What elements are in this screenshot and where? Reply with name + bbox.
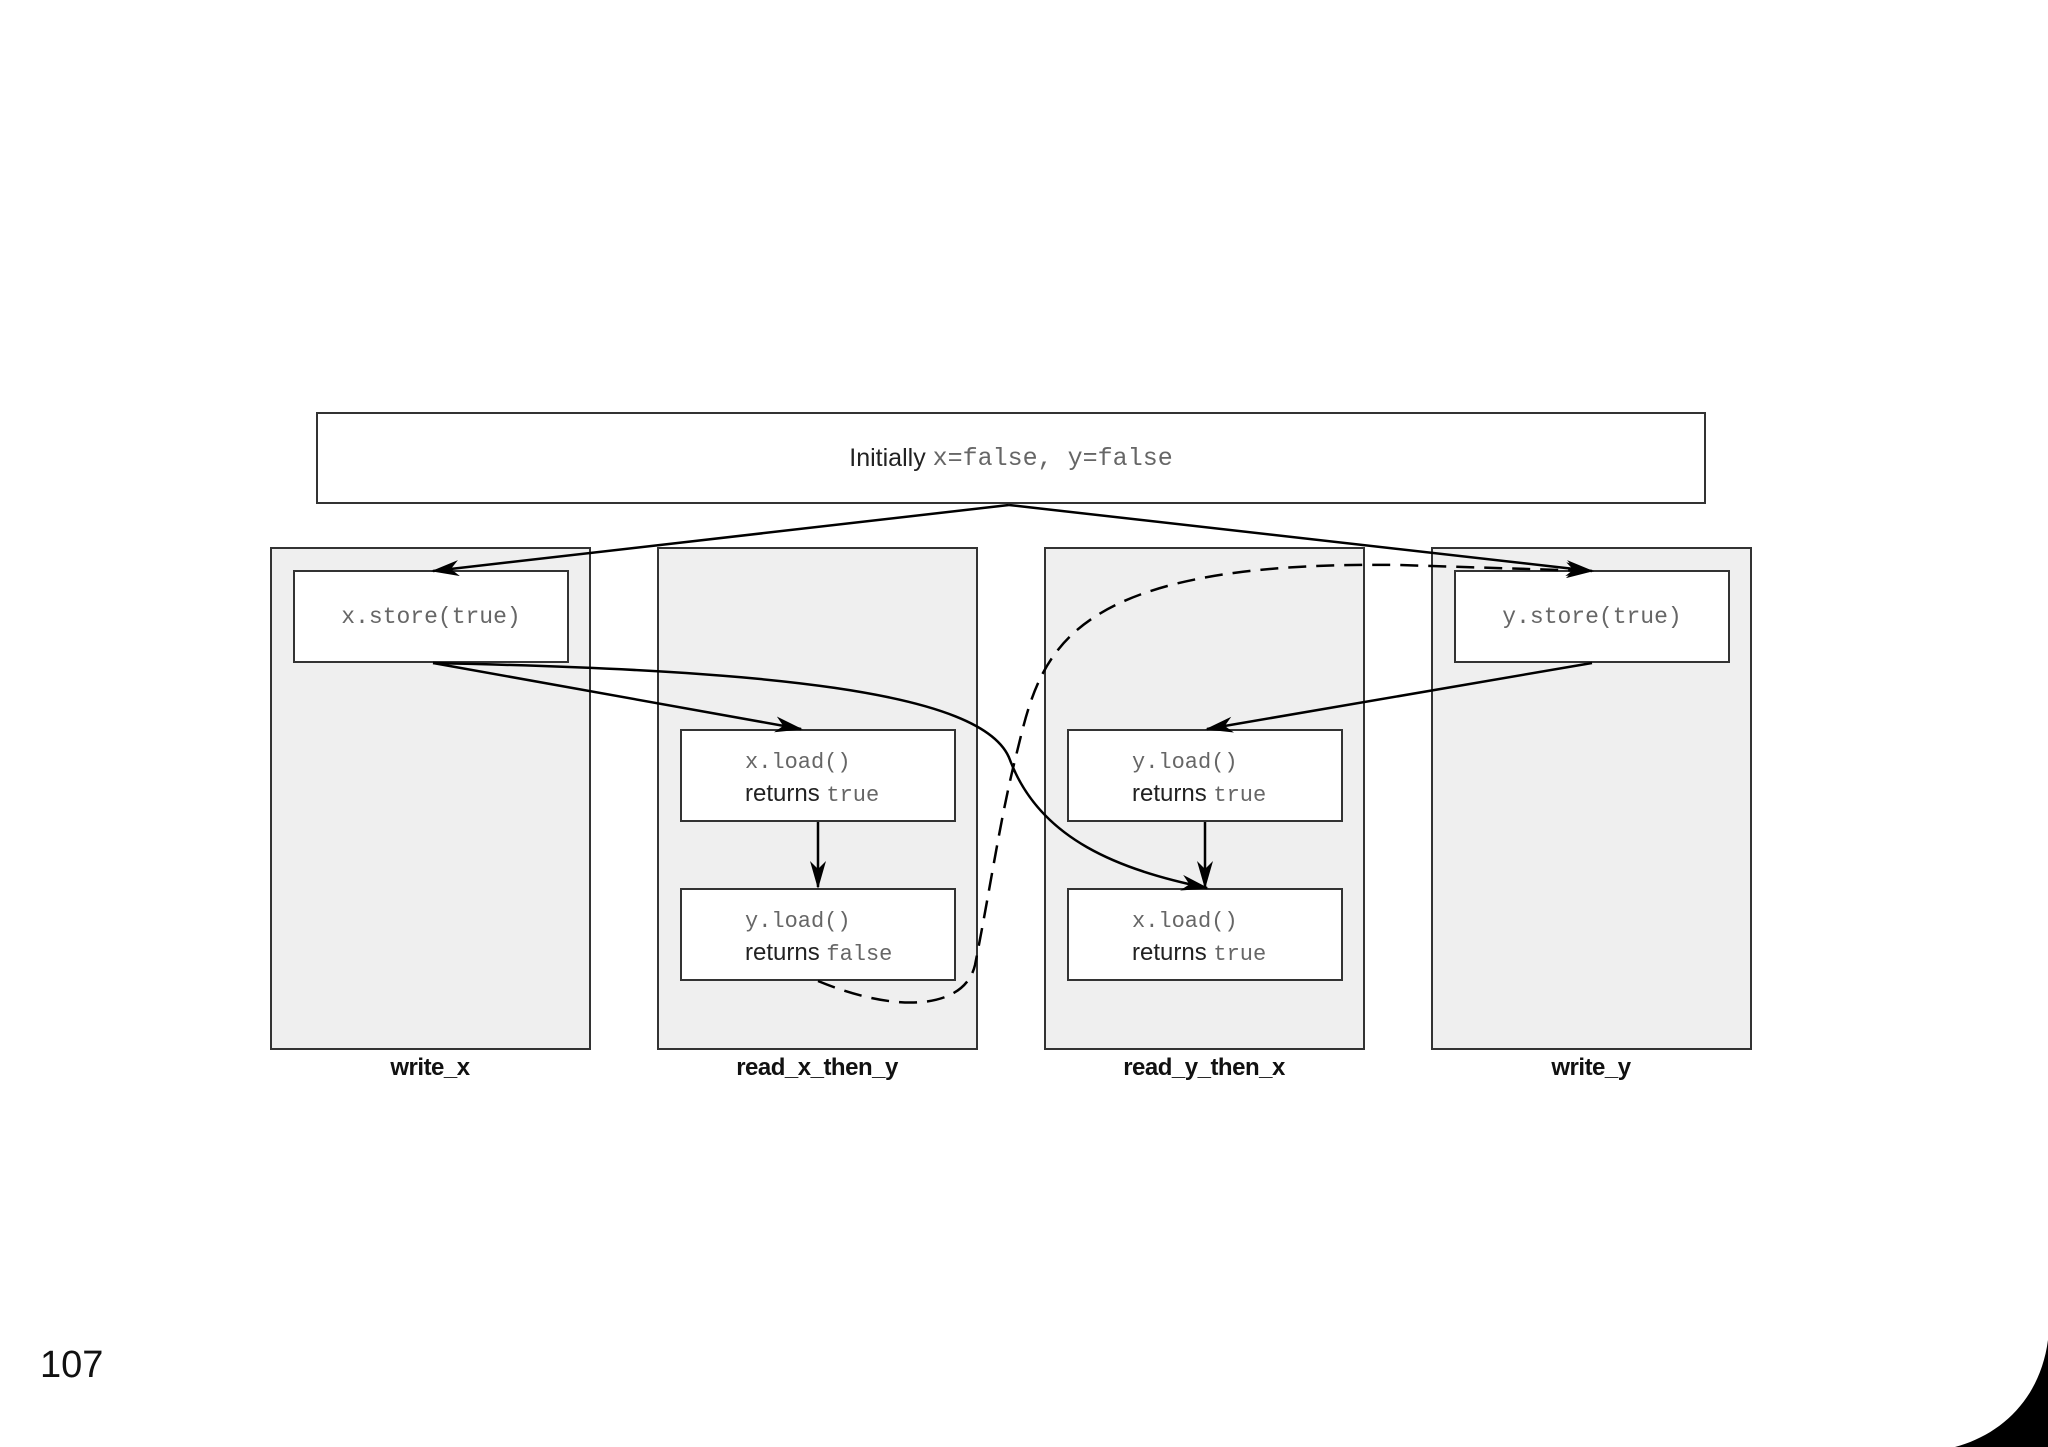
y-load-code: y.load() — [745, 909, 851, 934]
return-value: false — [826, 942, 893, 967]
returns-text: returns — [1132, 939, 1207, 966]
edge-initial-to-y-store — [1008, 503, 1594, 577]
page-number: 107 — [40, 1344, 104, 1386]
edge-dashed-y-load-to-y-store — [817, 562, 1594, 1004]
x-load-code: x.load() — [1132, 909, 1238, 934]
edge-x-store-to-x-load-rxy — [432, 661, 803, 733]
return-value: true — [826, 783, 880, 808]
x-load-code: x.load() — [745, 750, 851, 775]
y-store-code: y.store(true) — [1502, 603, 1682, 630]
initial-state-code: x=false, y=false — [932, 443, 1173, 473]
returns-text: returns — [1132, 780, 1207, 807]
thread-label-read-x-then-y: read_x_then_y — [736, 1054, 898, 1081]
thread-label-write-x: write_x — [390, 1054, 470, 1081]
edge-initial-to-x-store — [431, 503, 1010, 576]
edge-y-store-to-y-load — [1205, 661, 1593, 733]
returns-text: returns — [745, 939, 820, 966]
edge-x-store-to-x-load-ryx — [432, 661, 1209, 891]
y-load-code: y.load() — [1132, 750, 1238, 775]
initial-state-box: Initially x=false, y=false — [316, 412, 1706, 504]
return-value: true — [1213, 942, 1267, 967]
read-x-then-y-y-load-box: y.load() returns false — [680, 888, 956, 981]
read-x-then-y-x-load-box: x.load() returns true — [680, 729, 956, 822]
returns-text: returns — [745, 780, 820, 807]
initial-state-prefix: Initially — [849, 443, 926, 472]
x-store-box: x.store(true) — [293, 570, 569, 663]
read-y-then-x-x-load-box: x.load() returns true — [1067, 888, 1343, 981]
return-value: true — [1213, 783, 1267, 808]
thread-label-read-y-then-x: read_y_then_x — [1123, 1054, 1285, 1081]
x-store-code: x.store(true) — [341, 603, 521, 630]
read-y-then-x-y-load-box: y.load() returns true — [1067, 729, 1343, 822]
thread-label-write-y: write_y — [1551, 1054, 1631, 1081]
